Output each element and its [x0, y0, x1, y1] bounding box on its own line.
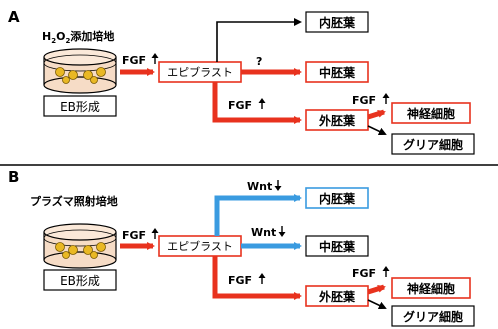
- panel-a-arrow-to-ectoderm: [212, 82, 302, 124]
- h2o2-h: H: [42, 30, 51, 43]
- panel-a: A H2O2添加培地 EB形成 FGF エピブラスト 内胚葉: [8, 8, 475, 155]
- panel-b-neuron-box: [391, 277, 471, 299]
- h2o2-subscript-1: 2: [51, 37, 56, 45]
- panel-a-embryoid-body-cells: [55, 67, 106, 84]
- panel-b-ectoderm-label: 外胚葉: [319, 289, 356, 304]
- panel-b-endoderm-box: [305, 187, 369, 209]
- panel-a-up-arrow-icon-2: [258, 98, 266, 109]
- panel-b-glia-label: グリア細胞: [403, 309, 463, 324]
- panel-a-endoderm-box: [305, 11, 369, 33]
- panel-a-eb-label: EB形成: [60, 100, 100, 114]
- panel-b-up-arrow-icon-1: [151, 228, 159, 239]
- panel-b-down-arrow-icon-2: [278, 226, 286, 237]
- panel-b-arrow-to-glia: [367, 299, 387, 310]
- panel-b-eb-label: EB形成: [60, 274, 100, 288]
- h2o2-o: O: [56, 30, 65, 43]
- panel-a-neuron-label: 神経細胞: [407, 106, 455, 121]
- panel-a-arrow-to-glia: [367, 125, 387, 136]
- panel-b-fgf-label-2: FGF: [228, 274, 252, 287]
- panel-a-medium-title: H2O2添加培地: [42, 29, 114, 45]
- panel-b-down-arrow-icon-1: [274, 180, 282, 191]
- panel-a-up-arrow-icon-3: [382, 93, 390, 104]
- panel-b-ectoderm-box: [305, 285, 369, 307]
- panel-b-wnt-label-1: Wnt: [247, 180, 272, 193]
- panel-a-culture-dish-icon: [43, 48, 117, 94]
- panel-b-fgf-label-3: FGF: [352, 267, 376, 280]
- panel-a-arrow-to-endoderm: [216, 18, 302, 62]
- panel-b-mesoderm-box: [305, 235, 369, 257]
- panel-a-ectoderm-box: [305, 109, 369, 131]
- panel-a-fgf-label-2: FGF: [228, 99, 252, 112]
- panel-b: B プラズマ照射培地 EB形成 FGF エピブラスト Wnt 内胚葉 Wnt: [8, 168, 475, 327]
- panel-b-mesoderm-label: 中胚葉: [319, 239, 356, 254]
- panel-b-medium-title: プラズマ照射培地: [30, 194, 118, 208]
- panel-a-ectoderm-label: 外胚葉: [319, 113, 356, 128]
- panel-a-up-arrow-icon-1: [151, 53, 159, 64]
- panel-a-mesoderm-label: 中胚葉: [319, 65, 356, 80]
- panel-b-arrow-to-ectoderm: [212, 256, 302, 300]
- panel-b-embryoid-body-cells: [55, 242, 106, 259]
- panel-a-neuron-box: [391, 102, 471, 124]
- panel-a-endoderm-label: 内胚葉: [319, 15, 356, 30]
- panel-b-arrow-to-endoderm: [214, 194, 302, 236]
- panel-b-eb-box: [43, 269, 117, 291]
- panel-b-epiblast-label: エピブラスト: [167, 239, 233, 253]
- panel-b-glia-box: [391, 305, 475, 327]
- panel-a-eb-box: [43, 95, 117, 117]
- panel-a-mesoderm-box: [305, 61, 369, 83]
- panel-b-endoderm-label: 内胚葉: [319, 191, 356, 206]
- panel-b-up-arrow-icon-3: [382, 266, 390, 277]
- h2o2-subscript-2: 2: [65, 37, 70, 45]
- panel-a-epiblast-label: エピブラスト: [167, 65, 233, 79]
- panel-a-glia-label: グリア細胞: [403, 137, 463, 152]
- panel-b-neuron-label: 神経細胞: [407, 281, 455, 296]
- panel-a-medium-suffix: 添加培地: [70, 29, 114, 43]
- panel-b-fgf-label-1: FGF: [122, 229, 146, 242]
- panel-b-arrow-to-neuron: [367, 284, 386, 295]
- panel-a-arrow-to-neuron: [367, 109, 386, 120]
- panel-a-fgf-label-1: FGF: [122, 54, 146, 67]
- panel-a-glia-box: [391, 133, 475, 155]
- panel-a-fgf-label-3: FGF: [352, 94, 376, 107]
- panel-b-up-arrow-icon-2: [258, 273, 266, 284]
- panel-a-question-mark: ?: [256, 55, 262, 68]
- panel-a-letter: A: [8, 8, 20, 26]
- panel-b-wnt-label-2: Wnt: [251, 226, 276, 239]
- panel-b-culture-dish-icon: [43, 223, 117, 269]
- panel-b-letter: B: [8, 168, 19, 186]
